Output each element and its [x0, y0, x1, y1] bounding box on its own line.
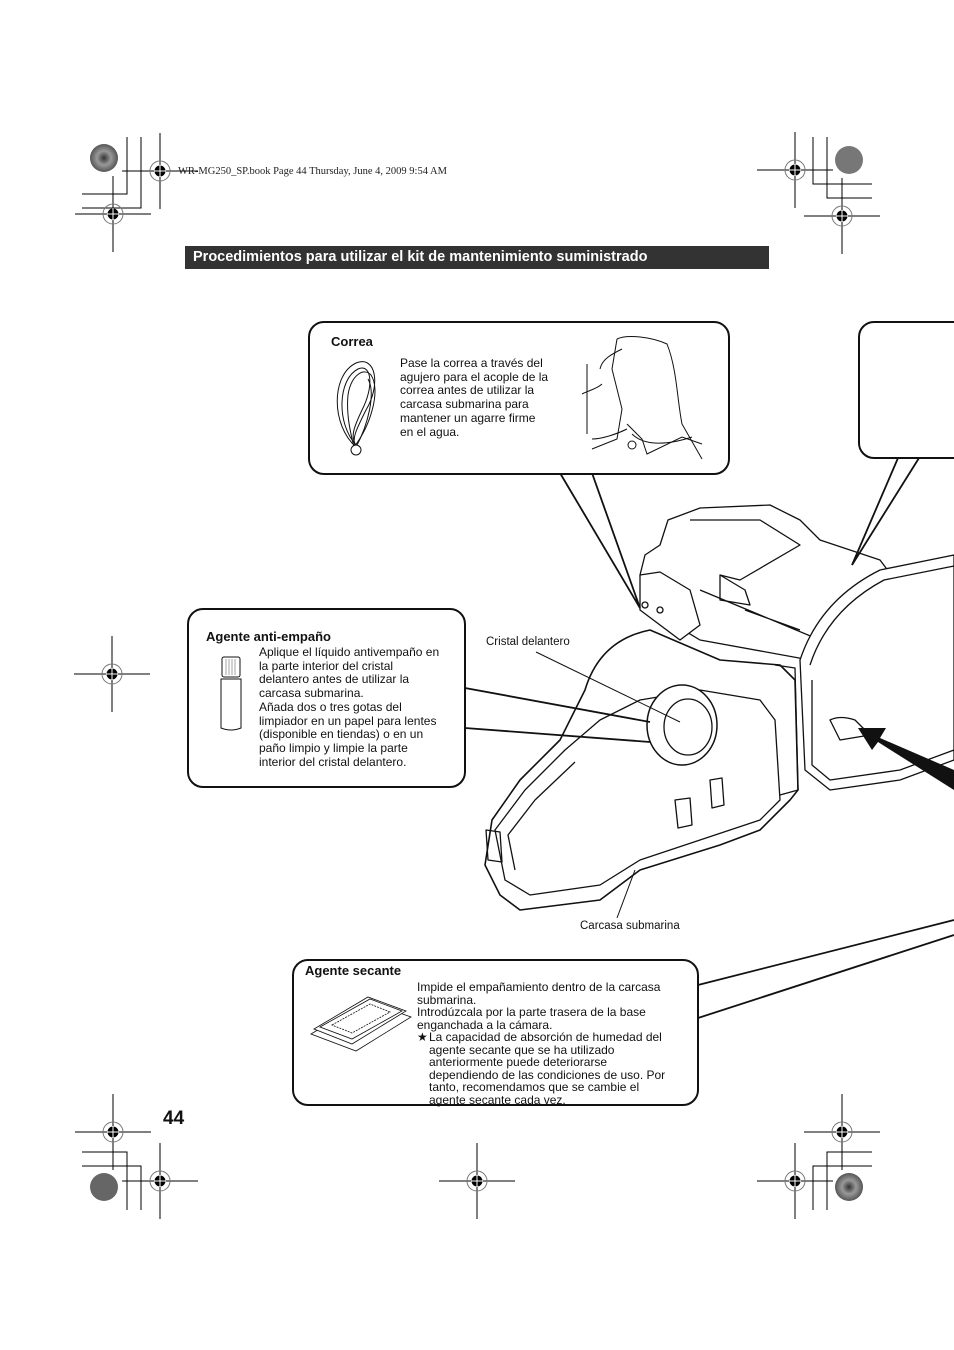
strap-icon: [336, 361, 376, 456]
callout-anti-fog-text: Aplique el líquido antivempaño en la par…: [259, 645, 440, 769]
callout-desiccant-title: Agente secante: [305, 963, 402, 978]
callout-correa: Correa Pase la correa a través del aguje…: [308, 321, 730, 475]
callout-correa-text: Pase la correa a través del agujero para…: [400, 356, 549, 439]
color-target-bottom-left: [90, 1173, 118, 1201]
color-target-bottom-right: [835, 1173, 863, 1201]
callout-correa-title: Correa: [331, 334, 373, 349]
callout-desiccant-text: Impide el empañamiento dentro de la carc…: [417, 981, 697, 1106]
page-number: 44: [163, 1108, 185, 1129]
anti-fog-bottle-icon: [220, 656, 242, 731]
desiccant-packet-icon: [310, 996, 412, 1052]
label-front-glass: Cristal delantero: [486, 636, 570, 648]
desiccant-note: ★ La capacidad de absorción de humedad d…: [417, 1030, 666, 1107]
label-housing: Carcasa submarina: [580, 920, 680, 932]
color-target-top-left: [90, 144, 118, 172]
callout-anti-fog-title: Agente anti-empaño: [206, 629, 331, 644]
star-note-icon: ★: [417, 1030, 428, 1044]
callout-right-partial: [858, 321, 954, 459]
callout-anti-fog: Agente anti-empaño Aplique el líquido an…: [187, 608, 466, 788]
color-target-top-right: [835, 146, 863, 174]
hand-with-strap-illustration: [581, 336, 703, 460]
callout-desiccant: Agente secante Impide el empañamiento de…: [292, 959, 699, 1106]
file-info-header: WR-MG250_SP.book Page 44 Thursday, June …: [178, 166, 447, 177]
section-title: Procedimientos para utilizar el kit de m…: [185, 246, 769, 269]
